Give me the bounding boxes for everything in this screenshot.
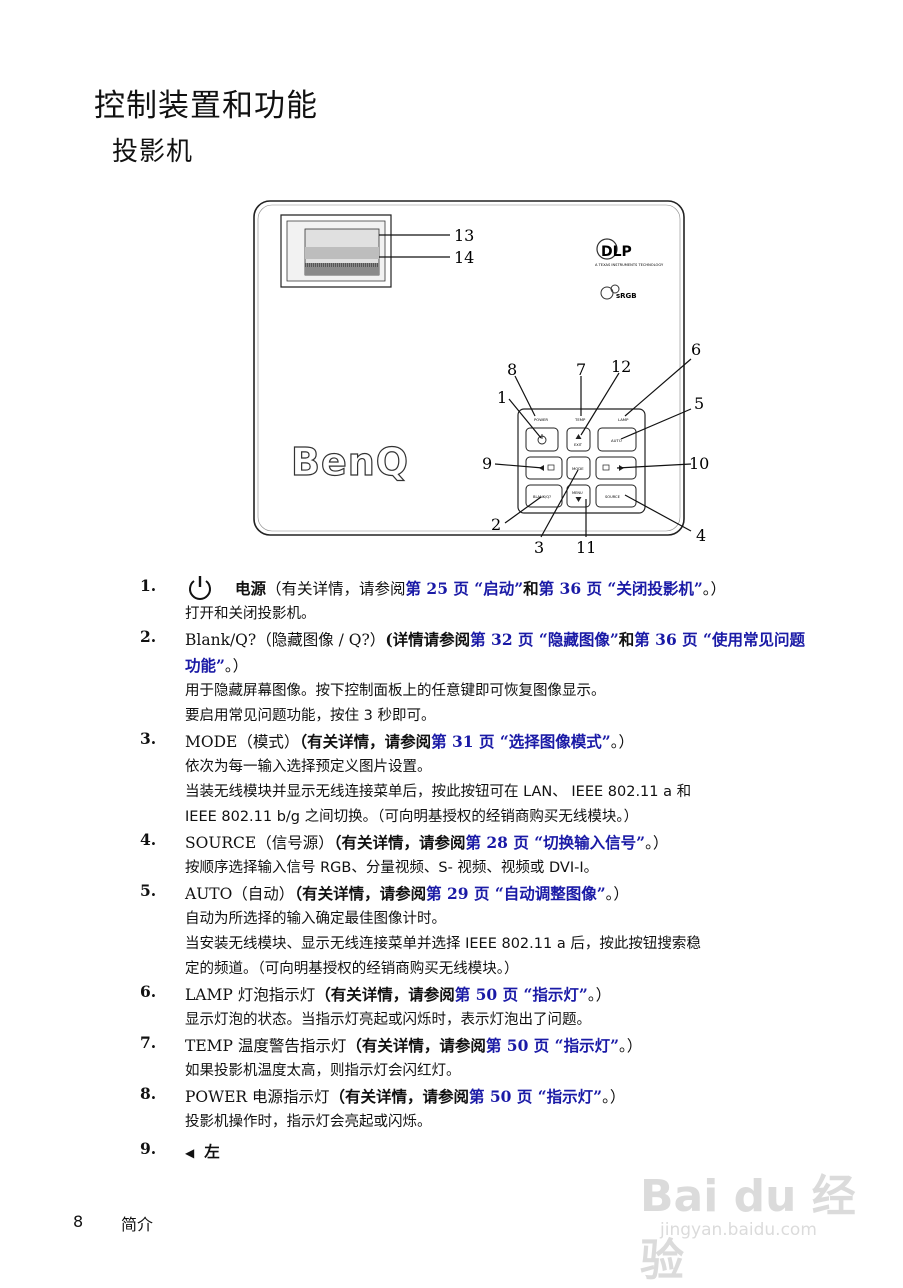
list-item: 2. Blank/Q?（隐藏图像 / Q?）(详情请参阅第 32 页 “隐藏图像… [140,627,820,729]
dlp-logo: DLP A TEXAS INSTRUMENTS TECHNOLOGY [595,238,664,267]
callout-14: 14 [454,248,474,267]
callout-8: 8 [507,360,517,379]
callout-6: 6 [691,340,701,359]
callout-7: 7 [576,360,586,379]
svg-text:DLP: DLP [601,244,632,260]
link[interactable]: 第 50 页 “指示灯” [454,985,588,1004]
item-heading: MODE（模式）（有关详情，请参阅第 31 页 “选择图像模式”。） [185,732,634,751]
page-number: 8 [73,1212,84,1231]
item-heading: POWER 电源指示灯（有关详情，请参阅第 50 页 “指示灯”。） [185,1087,626,1106]
item-heading: Blank/Q?（隐藏图像 / Q?）(详情请参阅第 32 页 “隐藏图像”和第… [185,630,805,675]
link[interactable]: 第 29 页 “自动调整图像” [426,884,606,903]
item-heading: SOURCE（信号源）（有关详情，请参阅第 28 页 “切换输入信号”。） [185,833,669,852]
callout-1: 1 [497,388,507,407]
svg-text:MODE: MODE [572,466,584,471]
svg-text:EXIT: EXIT [574,443,583,447]
watermark: Bai du 经验 jingyan.baidu.com [640,1171,856,1286]
svg-text:SOURCE: SOURCE [605,495,621,499]
feature-list: 1. 电源（有关详情，请参阅第 25 页 “启动”和第 36 页 “关闭投影机”… [140,576,820,1166]
srgb-logo: sRGB [600,284,637,300]
link[interactable]: 第 32 页 “隐藏图像” [470,630,619,649]
svg-text:LAMP: LAMP [618,417,629,422]
left-arrow-icon: ◀ [185,1146,195,1160]
link[interactable]: 第 50 页 “指示灯” [469,1087,603,1106]
link[interactable]: 第 28 页 “切换输入信号” [465,833,646,852]
list-item: 9. ◀左 [140,1139,820,1166]
svg-text:BLANK/Q?: BLANK/Q? [533,495,551,499]
list-item: 6. LAMP 灯泡指示灯（有关详情，请参阅第 50 页 “指示灯”。） 显示灯… [140,982,820,1033]
svg-text:A TEXAS INSTRUMENTS TECHNOLOGY: A TEXAS INSTRUMENTS TECHNOLOGY [595,263,664,267]
callout-12: 12 [611,357,631,376]
page-title: 控制装置和功能 [94,88,318,124]
callout-11: 11 [576,538,596,557]
list-item: 8. POWER 电源指示灯（有关详情，请参阅第 50 页 “指示灯”。） 投影… [140,1084,820,1135]
callout-3: 3 [534,538,544,557]
footer-section: 简介 [121,1215,154,1234]
svg-text:sRGB: sRGB [616,292,637,300]
list-item: 4. SOURCE（信号源）（有关详情，请参阅第 28 页 “切换输入信号”。）… [140,830,820,881]
power-button[interactable] [525,427,559,452]
item-heading: ◀左 [185,1142,220,1161]
callout-2: 2 [491,515,501,534]
source-button[interactable] [595,484,637,508]
item-heading: LAMP 灯泡指示灯（有关详情，请参阅第 50 页 “指示灯”。） [185,985,612,1004]
control-panel: POWER TEMP LAMP EXIT AUTO MODE BLANK/Q? … [517,408,646,514]
up-exit-button[interactable] [566,427,591,452]
callout-10: 10 [689,454,709,473]
item-heading: 电源（有关详情，请参阅第 25 页 “启动”和第 36 页 “关闭投影机”。） [235,579,726,598]
callout-9: 9 [482,454,492,473]
callout-5: 5 [694,394,704,413]
lens-assembly [280,214,392,288]
list-item: 3. MODE（模式）（有关详情，请参阅第 31 页 “选择图像模式”。） 依次… [140,729,820,830]
link[interactable]: 第 36 页 “使用常见问题功能” [185,630,805,675]
right-button[interactable] [595,456,637,480]
section-title: 投影机 [112,137,194,167]
list-item: 7. TEMP 温度警告指示灯（有关详情，请参阅第 50 页 “指示灯”。） 如… [140,1033,820,1084]
svg-text:POWER: POWER [534,417,548,422]
list-item: 5. AUTO（自动）（有关详情，请参阅第 29 页 “自动调整图像”。） 自动… [140,881,820,982]
auto-button[interactable] [597,427,637,452]
power-icon [189,576,211,600]
benq-logo: BenQ [291,440,409,484]
link[interactable]: 第 36 页 “关闭投影机” [538,579,703,598]
link[interactable]: 第 25 页 “启动” [405,579,524,598]
svg-text:TEMP: TEMP [574,417,586,422]
list-item: 1. 电源（有关详情，请参阅第 25 页 “启动”和第 36 页 “关闭投影机”… [140,576,820,627]
callout-13: 13 [454,226,474,245]
link[interactable]: 第 50 页 “指示灯” [485,1036,619,1055]
item-heading: TEMP 温度警告指示灯（有关详情，请参阅第 50 页 “指示灯”。） [185,1036,643,1055]
callout-4: 4 [696,526,706,545]
link[interactable]: 第 31 页 “选择图像模式” [431,732,611,751]
item-heading: AUTO（自动）（有关详情，请参阅第 29 页 “自动调整图像”。） [185,884,629,903]
projector-diagram: 13 14 DLP A TEXAS INSTRUMENTS TECHNOLOGY… [253,200,709,557]
mode-button[interactable] [566,456,591,480]
svg-text:MENU: MENU [572,491,583,495]
svg-text:AUTO: AUTO [611,438,622,443]
down-menu-button[interactable] [566,484,591,508]
